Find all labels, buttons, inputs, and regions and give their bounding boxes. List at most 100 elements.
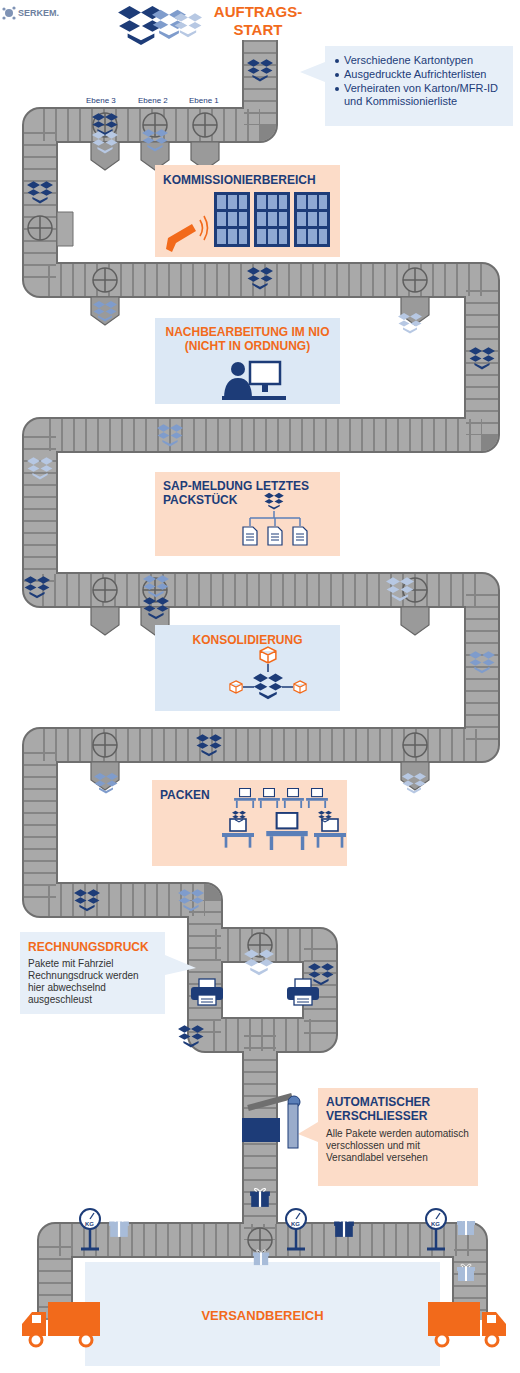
- node-description: Alle Pakete werden automatisch verschlos…: [326, 1128, 470, 1164]
- turn-disk: [28, 216, 52, 240]
- bullet-item: Verheiraten von Karton/MFR-ID und Kommis…: [335, 82, 507, 110]
- parcel-icon: [250, 1188, 270, 1206]
- document-tree-icon: [243, 493, 307, 545]
- scale-icon: [426, 1209, 446, 1249]
- chute: [91, 607, 119, 635]
- box-icon: [74, 889, 100, 911]
- box-icon: [143, 597, 169, 619]
- chute: [401, 607, 429, 635]
- logo-mark: [12, 6, 15, 9]
- person-icon: [262, 384, 268, 392]
- logo-mark: [2, 16, 5, 19]
- consolidation-icon: [243, 664, 293, 687]
- turn-disk: [403, 578, 427, 602]
- packing-desk-icon: [314, 819, 346, 848]
- node-title: KOMMISSIONIERBEREICH: [163, 173, 332, 187]
- packing-desk-icon: [222, 819, 254, 848]
- person-icon: [222, 362, 286, 400]
- scale-unit: KG: [291, 1221, 300, 1227]
- shelf-icon: [214, 192, 250, 247]
- turn-disk: [193, 113, 217, 137]
- turn-disk: [93, 268, 117, 292]
- callout-box: AUTOMATISCHER VERSCHLIESSERAlle Pakete w…: [318, 1088, 478, 1186]
- logo-mark: [2, 7, 5, 10]
- scanner-icon: [166, 216, 208, 252]
- shelf-icon: [294, 192, 330, 247]
- document-tree-icon: [243, 527, 257, 545]
- info-box: Verschiedene KartontypenAusgedruckte Auf…: [325, 46, 513, 126]
- chute: [91, 297, 119, 325]
- box-icon: [142, 129, 168, 151]
- consolidation-icon: [230, 647, 306, 699]
- box-icon: [196, 734, 222, 756]
- scanner-icon: [200, 216, 208, 240]
- person-icon: [231, 362, 245, 376]
- box-icon: [27, 457, 53, 479]
- box-icon: [308, 963, 334, 985]
- level-label: Ebene 1: [189, 96, 219, 105]
- conveyor-belt: [40, 40, 482, 1320]
- box-icon: [24, 576, 50, 598]
- parcel-icon: [253, 1250, 269, 1265]
- parcel-icon: [334, 1218, 354, 1236]
- turn-disk: [403, 268, 427, 292]
- parcel-icon: [109, 1188, 475, 1281]
- start-label: AUFTRAGS-START: [208, 3, 308, 45]
- process-box: SAP-MELDUNG LETZTES PACKSTÜCK: [155, 472, 340, 556]
- process-box: KONSOLIDIERUNG: [155, 625, 340, 711]
- shipping-area: VERSANDBEREICH: [85, 1262, 440, 1366]
- node-title: PACKEN: [160, 788, 339, 802]
- packing-desk-icon: [318, 811, 332, 823]
- turn-disk: [143, 113, 167, 137]
- consolidation-icon: [294, 681, 306, 693]
- printer-icon: [191, 979, 223, 1005]
- box-icon: [152, 10, 186, 39]
- scale-icon: [80, 1209, 446, 1249]
- process-box: NACHBEARBEITUNG IM NIO (NICHT IN ORDNUNG…: [155, 318, 340, 404]
- turn-disk: [403, 733, 427, 757]
- box-icon: [92, 113, 118, 135]
- consolidation-icon: [253, 674, 283, 700]
- chute: [401, 762, 429, 790]
- scale-unit: KG: [431, 1221, 440, 1227]
- node-title: VERSANDBEREICH: [85, 1308, 440, 1324]
- conveyor-belt: [40, 40, 482, 1320]
- logo-text: SERKEM.: [18, 8, 59, 18]
- chute: [401, 297, 429, 325]
- person-icon: [250, 362, 280, 384]
- sealer-machine: [288, 1104, 298, 1148]
- process-box: PACKEN: [152, 780, 347, 866]
- chute: [91, 762, 119, 790]
- node-title: KONSOLIDIERUNG: [160, 633, 335, 647]
- consolidation-icon: [260, 647, 276, 663]
- truck-icon: [428, 1302, 506, 1346]
- box-icon: [178, 889, 204, 911]
- packing-desk-icon: [232, 811, 246, 823]
- node-title: RECHNUNGSDRUCK: [28, 940, 157, 954]
- document-tree-icon: [264, 493, 284, 510]
- box-icon: [92, 131, 118, 153]
- turn-disk: [93, 733, 117, 757]
- box-icon: [402, 773, 426, 794]
- turn-disk: [143, 578, 167, 602]
- box-icon: [93, 301, 117, 322]
- node-title: SAP-MELDUNG LETZTES PACKSTÜCK: [163, 479, 313, 508]
- scale-icon: [80, 1209, 100, 1249]
- person-icon: [222, 396, 286, 400]
- box-icon: [247, 59, 273, 81]
- chute: [91, 142, 119, 170]
- callout-box: RECHNUNGSDRUCK Pakete mit Fahrziel Rechnu…: [20, 932, 165, 1014]
- chute: [91, 142, 429, 790]
- parcel-icon: [109, 1218, 129, 1236]
- node-description: Pakete mit Fahrziel Rechnungsdruck werde…: [28, 958, 157, 1006]
- printer-icon: [287, 979, 319, 1005]
- sealer-machine: [242, 1118, 280, 1142]
- turn-disk: [248, 1228, 272, 1252]
- callout-pointer: [300, 62, 325, 82]
- callout-pointer: [298, 1122, 318, 1142]
- box-icon: [247, 267, 273, 289]
- printer-icon: [191, 979, 319, 1005]
- turn-disk: [93, 578, 117, 602]
- packing-desk-icon: [258, 788, 280, 808]
